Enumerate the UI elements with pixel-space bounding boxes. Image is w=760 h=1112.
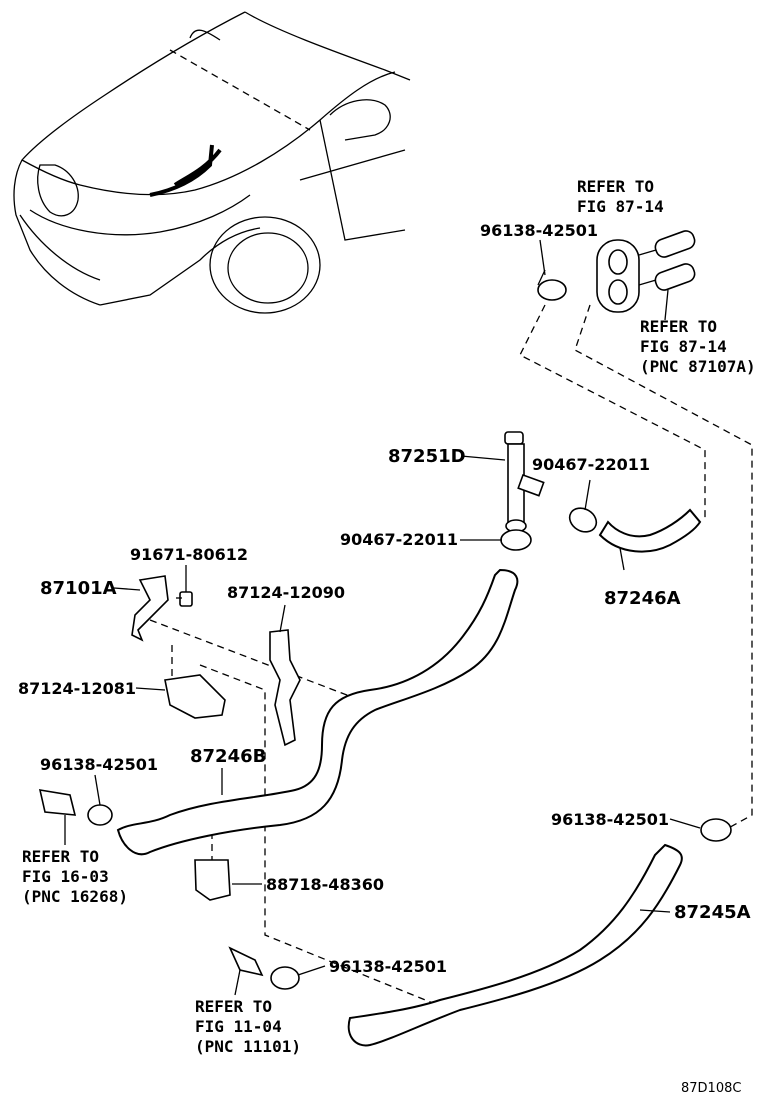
label-clamp-bracket-1: 87124-12090 [227, 583, 345, 602]
label-hose-a: 87246A [604, 588, 681, 609]
label-hose-c: 87245A [674, 902, 751, 923]
bracket-87101a [131, 575, 169, 642]
hose-clamp-bottom [228, 946, 300, 990]
refer-right-line3: (PNC 87107A) [640, 357, 756, 376]
refer-bottom-line3: (PNC 11101) [195, 1037, 301, 1056]
leader-lines [64, 239, 701, 996]
figure-code: 87D108C [681, 1081, 741, 1096]
clip-88718 [194, 859, 231, 901]
refer-left-line2: FIG 16-03 [22, 867, 109, 886]
hose-clamp-left [38, 789, 113, 826]
label-clamp-left: 96138-42501 [40, 755, 158, 774]
refer-right-line1: REFER TO [640, 317, 717, 336]
hose-87246b [116, 568, 519, 856]
refer-top-line2: FIG 87-14 [577, 197, 664, 216]
label-clamp-top: 96138-42501 [480, 221, 598, 240]
refer-bottom-line2: FIG 11-04 [195, 1017, 282, 1036]
clamp-87124-12081 [164, 674, 226, 719]
hose-clamp-top [537, 269, 567, 301]
refer-right-line2: FIG 87-14 [640, 337, 727, 356]
refer-left-line3: (PNC 16268) [22, 887, 128, 906]
label-bracket: 87101A [40, 578, 117, 599]
joint-clamps [500, 507, 598, 551]
label-clamp-joint-left: 90467-22011 [340, 530, 458, 549]
hose-clamp-right-lower [700, 818, 732, 842]
hose-87246a [598, 508, 702, 553]
callout-labels: REFER TO FIG 87-14 96138-42501 REFER TO … [18, 177, 756, 1096]
refer-top-line1: REFER TO [577, 177, 654, 196]
clamp-87124-12090 [269, 629, 301, 747]
hose-87245a [347, 843, 683, 1047]
refer-bottom-line1: REFER TO [195, 997, 272, 1016]
bolt-91671 [176, 591, 193, 607]
refer-left-line1: REFER TO [22, 847, 99, 866]
label-hose-b: 87246B [190, 746, 266, 767]
connector-plate [596, 230, 696, 313]
label-clamp-bottom: 96138-42501 [329, 957, 447, 976]
label-clamp-right-lower: 96138-42501 [551, 810, 669, 829]
label-clamp-joint-right: 90467-22011 [532, 455, 650, 474]
label-joint: 87251D [388, 446, 466, 467]
label-clamp-bracket-2: 87124-12081 [18, 679, 136, 698]
water-joint [504, 431, 545, 533]
label-bolt: 91671-80612 [130, 545, 248, 564]
label-clip: 88718-48360 [266, 875, 384, 894]
car-illustration [13, 11, 411, 314]
